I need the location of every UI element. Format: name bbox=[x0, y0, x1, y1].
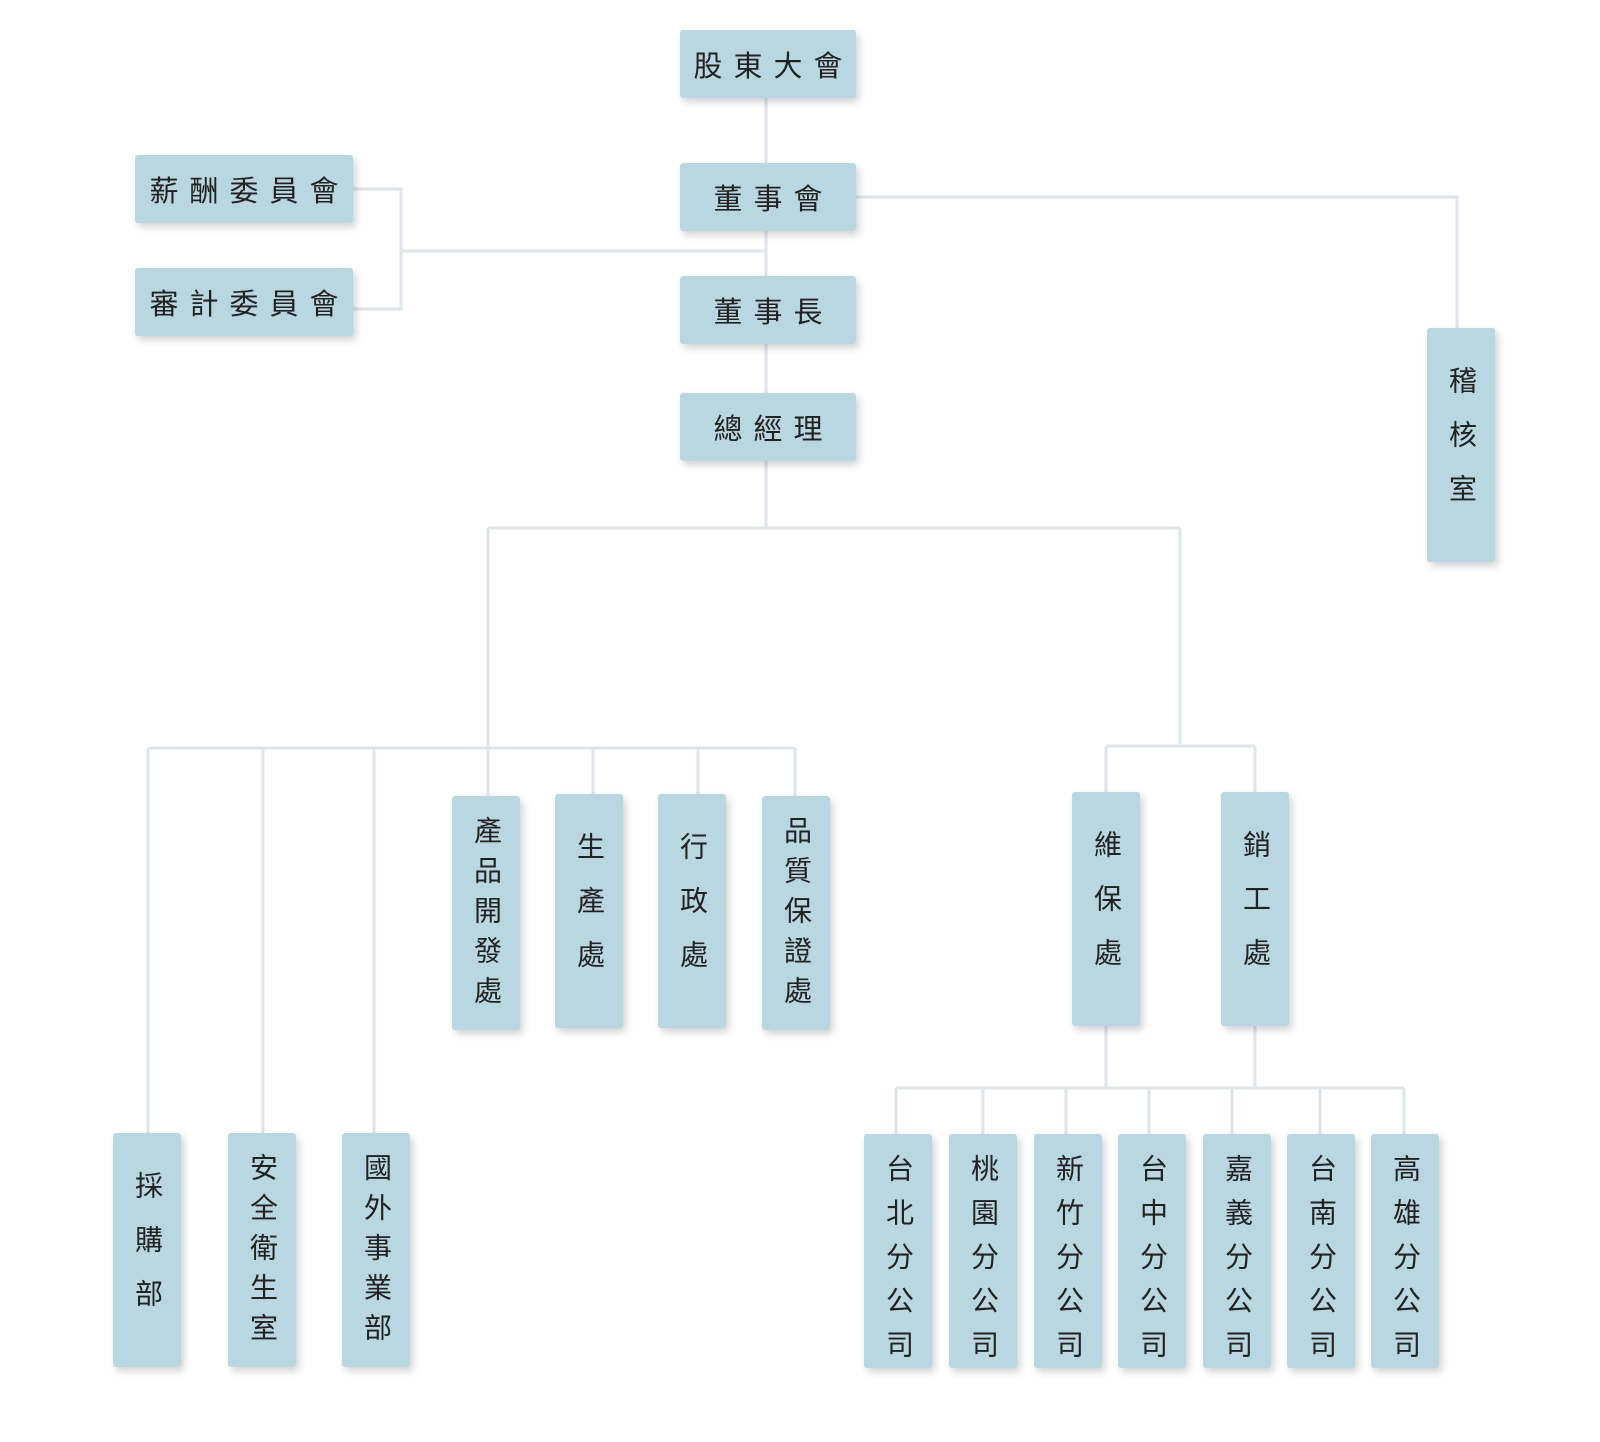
node-label: 台南分公司 bbox=[1305, 1154, 1338, 1374]
node-product-development[interactable]: 產品開發處 bbox=[452, 796, 520, 1030]
connector-left-branch bbox=[146, 746, 797, 1133]
node-label: 生產處 bbox=[573, 832, 606, 994]
node-label: 稽核室 bbox=[1445, 366, 1478, 528]
node-label: 新竹分公司 bbox=[1052, 1154, 1085, 1374]
node-label: 董事會 bbox=[713, 182, 834, 216]
node-label: 安全衛生室 bbox=[246, 1153, 279, 1353]
connector-right-branch bbox=[1104, 744, 1257, 792]
node-branch-tainan[interactable]: 台南分公司 bbox=[1287, 1134, 1355, 1374]
node-label: 嘉義分公司 bbox=[1221, 1154, 1254, 1374]
connector-board-audit-office bbox=[856, 195, 1459, 328]
node-label: 產品開發處 bbox=[470, 816, 503, 1016]
node-label: 股東大會 bbox=[693, 49, 854, 83]
node-branch-chiayi[interactable]: 嘉義分公司 bbox=[1203, 1134, 1271, 1374]
node-branch-taipei[interactable]: 台北分公司 bbox=[864, 1134, 932, 1374]
node-remuneration-committee[interactable]: 薪酬委員會 bbox=[135, 155, 353, 223]
node-label: 採購部 bbox=[131, 1171, 164, 1333]
node-branch-taichung[interactable]: 台中分公司 bbox=[1118, 1134, 1186, 1374]
node-chairman[interactable]: 董事長 bbox=[680, 276, 856, 344]
node-label: 品質保證處 bbox=[780, 816, 813, 1016]
node-safety-health[interactable]: 安全衛生室 bbox=[228, 1133, 296, 1367]
node-label: 審計委員會 bbox=[149, 287, 350, 321]
node-label: 國外事業部 bbox=[360, 1153, 393, 1353]
node-maintenance[interactable]: 維保處 bbox=[1072, 792, 1140, 1026]
node-audit-committee[interactable]: 審計委員會 bbox=[135, 268, 353, 336]
connector-gm-trunk bbox=[486, 461, 1182, 796]
connector-committees bbox=[353, 187, 766, 311]
node-branch-taoyuan[interactable]: 桃園分公司 bbox=[949, 1134, 1017, 1374]
node-purchasing[interactable]: 採購部 bbox=[113, 1133, 181, 1367]
node-branch-kaohsiung[interactable]: 高雄分公司 bbox=[1371, 1134, 1439, 1374]
node-sales-engineering[interactable]: 銷工處 bbox=[1221, 792, 1289, 1026]
node-label: 董事長 bbox=[713, 295, 834, 329]
node-overseas-business[interactable]: 國外事業部 bbox=[342, 1133, 410, 1367]
node-quality-assurance[interactable]: 品質保證處 bbox=[762, 796, 830, 1030]
node-general-manager[interactable]: 總經理 bbox=[680, 393, 856, 461]
node-audit-office[interactable]: 稽核室 bbox=[1427, 328, 1495, 562]
node-label: 行政處 bbox=[676, 832, 709, 994]
node-production[interactable]: 生產處 bbox=[555, 794, 623, 1028]
connector-branches bbox=[894, 1026, 1406, 1134]
node-label: 薪酬委員會 bbox=[149, 174, 350, 208]
node-shareholders[interactable]: 股東大會 bbox=[680, 30, 856, 98]
node-administration[interactable]: 行政處 bbox=[658, 794, 726, 1028]
node-branch-hsinchu[interactable]: 新竹分公司 bbox=[1034, 1134, 1102, 1374]
node-label: 總經理 bbox=[713, 412, 834, 446]
node-board[interactable]: 董事會 bbox=[680, 163, 856, 231]
node-label: 台中分公司 bbox=[1136, 1154, 1169, 1374]
node-label: 高雄分公司 bbox=[1389, 1154, 1422, 1374]
node-label: 維保處 bbox=[1090, 830, 1123, 992]
node-label: 台北分公司 bbox=[882, 1154, 915, 1374]
node-label: 桃園分公司 bbox=[967, 1154, 1000, 1374]
node-label: 銷工處 bbox=[1239, 830, 1272, 992]
